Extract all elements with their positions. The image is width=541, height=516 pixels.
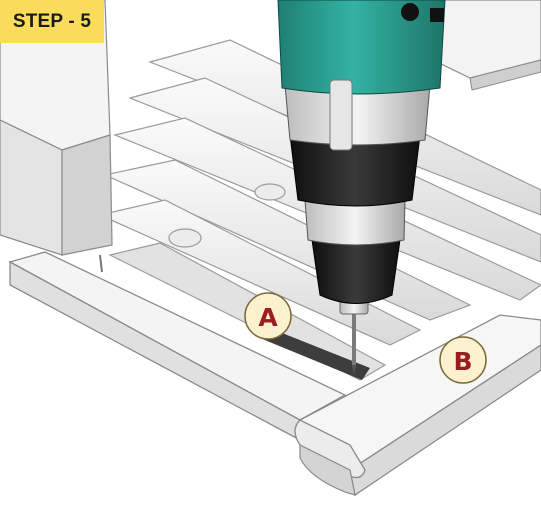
step-label: STEP - 5 [13,11,91,33]
leg-post-side [62,135,112,255]
callout-b: B [440,337,486,383]
callout-a: A [245,293,291,339]
front-rail-face [10,262,300,440]
callout-b-label: B [453,347,472,376]
callout-a-label: A [258,303,278,332]
step-badge: STEP - 5 [0,0,104,43]
